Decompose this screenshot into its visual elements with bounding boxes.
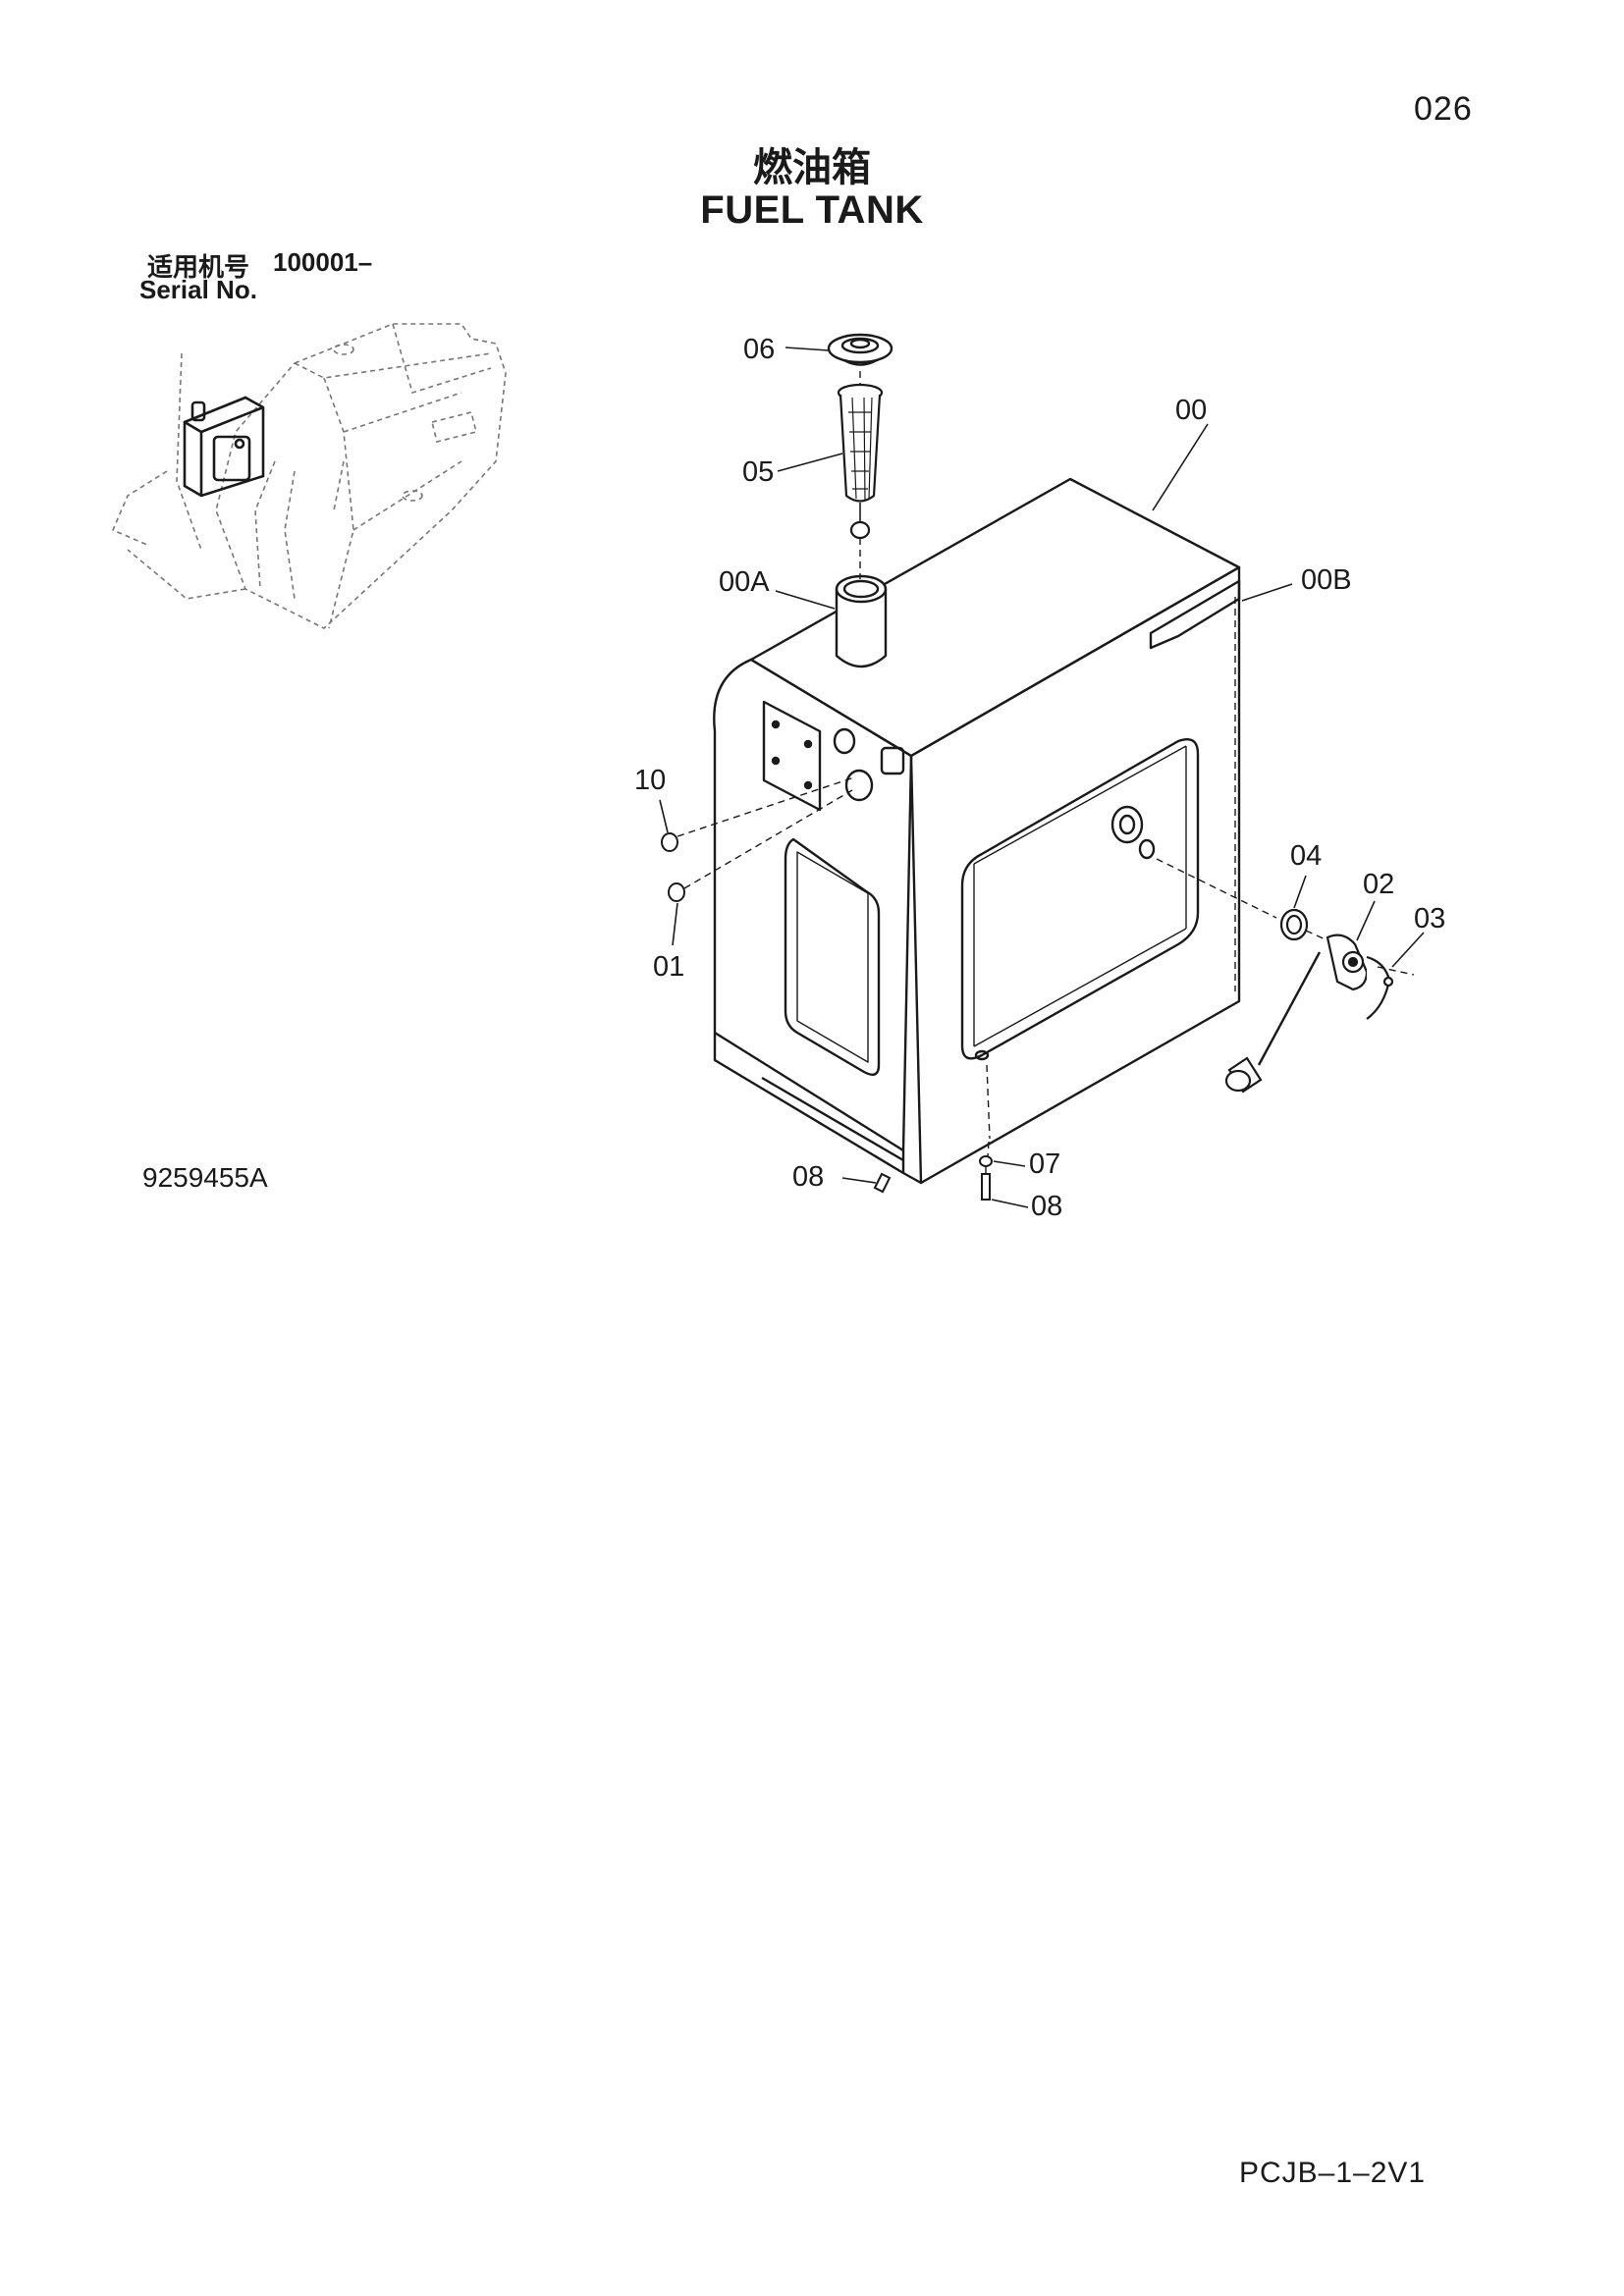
serial-label-chinese: 适用机号 — [147, 252, 250, 282]
serial-label: Serial No. — [139, 275, 257, 304]
assembly-lines — [677, 371, 1415, 1174]
fuel-cap — [827, 333, 893, 366]
plug-10 — [661, 832, 678, 852]
serial-range: 100001– — [273, 247, 373, 277]
filler-neck — [835, 574, 888, 668]
fasteners — [661, 832, 993, 1201]
bolt-08-right — [981, 1173, 991, 1201]
callout-06: 06 — [743, 334, 775, 365]
bolt-08-left — [873, 1172, 892, 1194]
callout-10: 10 — [634, 765, 666, 796]
callout-00b: 00B — [1301, 564, 1352, 596]
page-title: FUEL TANK — [700, 188, 924, 232]
callout-02: 02 — [1363, 869, 1394, 900]
callout-01: 01 — [653, 951, 684, 983]
locator-illustration — [111, 323, 507, 629]
washer-07 — [979, 1155, 993, 1167]
callout-07: 07 — [1029, 1148, 1060, 1180]
fuel-level-sensor — [1224, 908, 1394, 1094]
footer-code: PCJB–1–2V1 — [1239, 2157, 1427, 2189]
callout-05: 05 — [742, 456, 774, 488]
callout-00: 00 — [1175, 395, 1207, 426]
fuel-tank-body — [713, 477, 1241, 1185]
callout-labels: 06 05 00 00A 00B 10 01 04 02 03 07 08 08 — [634, 334, 1445, 1222]
plug-01 — [668, 882, 685, 902]
page-number: 026 — [1414, 90, 1473, 128]
callout-04: 04 — [1290, 840, 1322, 872]
leader-lines — [659, 347, 1425, 1208]
page-title-chinese: 燃油箱 — [753, 146, 871, 189]
callout-08-right: 08 — [1031, 1191, 1062, 1222]
locator-fuel-tank-highlight — [183, 396, 265, 498]
fuel-strainer — [837, 383, 884, 540]
callout-03: 03 — [1414, 903, 1445, 934]
callout-00a: 00A — [719, 566, 770, 598]
callout-08-left: 08 — [792, 1161, 824, 1193]
drawing-number: 9259455A — [142, 1162, 268, 1193]
